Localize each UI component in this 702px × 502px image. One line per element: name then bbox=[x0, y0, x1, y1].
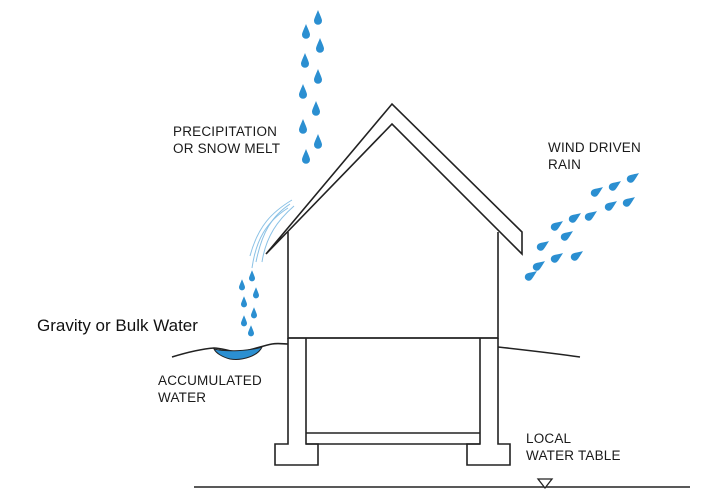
raindrop-icon bbox=[299, 84, 307, 99]
raindrop-icon bbox=[253, 287, 259, 299]
raindrop-icon bbox=[550, 253, 564, 263]
water-table-label: LOCAL WATER TABLE bbox=[526, 431, 621, 463]
raindrop-icon bbox=[570, 251, 584, 261]
raindrop-icon bbox=[314, 134, 322, 149]
raindrop-icon bbox=[302, 149, 310, 164]
raindrop-icon bbox=[604, 201, 618, 211]
right-foundation bbox=[466, 338, 511, 466]
raindrop-icon bbox=[241, 315, 247, 327]
raindrop-icon bbox=[312, 101, 320, 116]
raindrop-icon bbox=[314, 10, 322, 25]
gravity-bulk-water-label: Gravity or Bulk Water bbox=[37, 316, 198, 335]
accumulated-water-puddle bbox=[213, 346, 263, 360]
raindrop-icon bbox=[239, 279, 245, 291]
raindrop-icon bbox=[299, 119, 307, 134]
water-table-triangle-icon bbox=[536, 478, 554, 490]
raindrop-icon bbox=[301, 53, 309, 68]
raindrops bbox=[239, 10, 640, 337]
raindrop-icon bbox=[584, 211, 598, 221]
ground-line-right bbox=[497, 346, 581, 358]
left-foundation bbox=[274, 338, 319, 466]
basement-slab bbox=[306, 432, 480, 445]
raindrop-icon bbox=[550, 221, 564, 231]
raindrop-icon bbox=[560, 231, 574, 241]
raindrop-icon bbox=[524, 271, 538, 281]
raindrop-icon bbox=[568, 213, 582, 223]
raindrop-icon bbox=[248, 325, 254, 337]
raindrop-icon bbox=[622, 197, 636, 207]
precipitation-label: PRECIPITATION OR SNOW MELT bbox=[173, 124, 281, 156]
raindrop-icon bbox=[316, 38, 324, 53]
raindrop-icon bbox=[249, 270, 255, 282]
accumulated-water-label: ACCUMULATED WATER bbox=[158, 373, 262, 405]
roof-runoff-streams bbox=[249, 199, 295, 269]
raindrop-icon bbox=[241, 296, 247, 308]
raindrop-icon bbox=[536, 241, 550, 251]
raindrop-icon bbox=[302, 24, 310, 39]
raindrop-icon bbox=[608, 181, 622, 191]
raindrop-icon bbox=[314, 69, 322, 84]
raindrop-icon bbox=[251, 307, 257, 319]
raindrop-icon bbox=[590, 187, 604, 197]
roof bbox=[265, 102, 523, 256]
wind-driven-rain-label: WIND DRIVEN RAIN bbox=[548, 140, 641, 172]
raindrop-icon bbox=[626, 173, 640, 183]
raindrop-icon bbox=[532, 261, 546, 271]
house-walls bbox=[287, 232, 499, 339]
